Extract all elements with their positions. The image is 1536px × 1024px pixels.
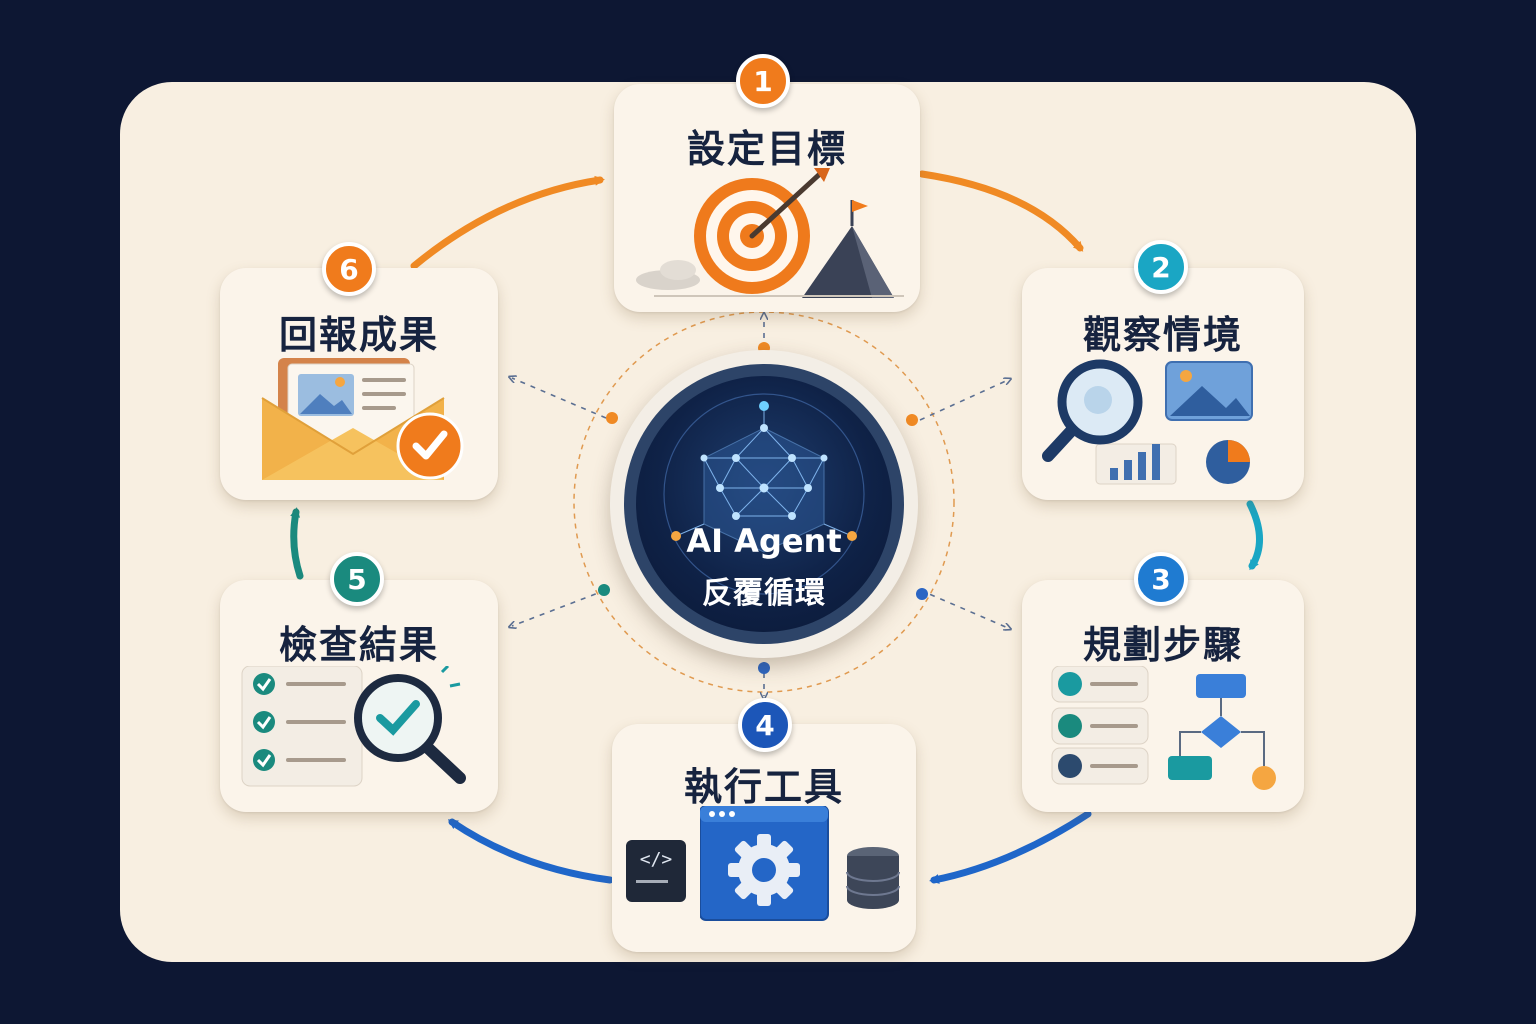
agent-hub: AI Agent 反覆循環: [610, 350, 918, 658]
arrow-4-to-5: [447, 818, 614, 884]
step-4-label: 執行工具: [683, 765, 844, 809]
hub-title: AI Agent: [686, 522, 842, 560]
step-1-badge: 1: [736, 54, 790, 108]
neural-network-icon: [663, 393, 865, 595]
flowchart-icon: [1051, 666, 1276, 790]
arrow-3-to-4: [929, 810, 1092, 884]
hub-subtitle: 反覆循環: [702, 576, 826, 611]
step-card-3[interactable]: 規劃步驟: [1022, 580, 1304, 812]
step-3-badge: 3: [1134, 552, 1188, 606]
step-card-1[interactable]: 設定目標: [614, 84, 920, 312]
arrow-1-to-2: [918, 170, 1084, 252]
code-window-icon: </>: [626, 840, 686, 902]
gear-icon: [700, 806, 829, 921]
step-card-6[interactable]: 回報成果: [220, 268, 498, 500]
step-2-label: 觀察情境: [1082, 313, 1243, 357]
target-icon: [636, 168, 904, 298]
step-1-label: 設定目標: [686, 127, 847, 171]
step-card-4[interactable]: 執行工具 </>: [612, 724, 916, 952]
envelope-icon: [261, 358, 464, 480]
step-card-5[interactable]: 檢查結果: [220, 580, 498, 812]
checklist-icon: [241, 666, 466, 787]
code-symbol: </>: [639, 849, 673, 870]
arrow-5-to-6: [290, 507, 304, 580]
arrow-2-to-3: [1246, 500, 1264, 571]
step-5-badge: 5: [330, 552, 384, 606]
step-3-label: 規劃步驟: [1082, 623, 1243, 667]
step-2-badge: 2: [1134, 240, 1188, 294]
step-6-badge: 6: [322, 242, 376, 296]
database-icon: [846, 847, 900, 909]
arrow-6-to-1: [410, 175, 605, 270]
step-4-badge: 4: [738, 698, 792, 752]
step-6-label: 回報成果: [278, 313, 439, 357]
magnifier-icon: [1042, 359, 1253, 485]
step-5-label: 檢查結果: [278, 623, 439, 667]
step-card-2[interactable]: 觀察情境: [1022, 268, 1304, 500]
